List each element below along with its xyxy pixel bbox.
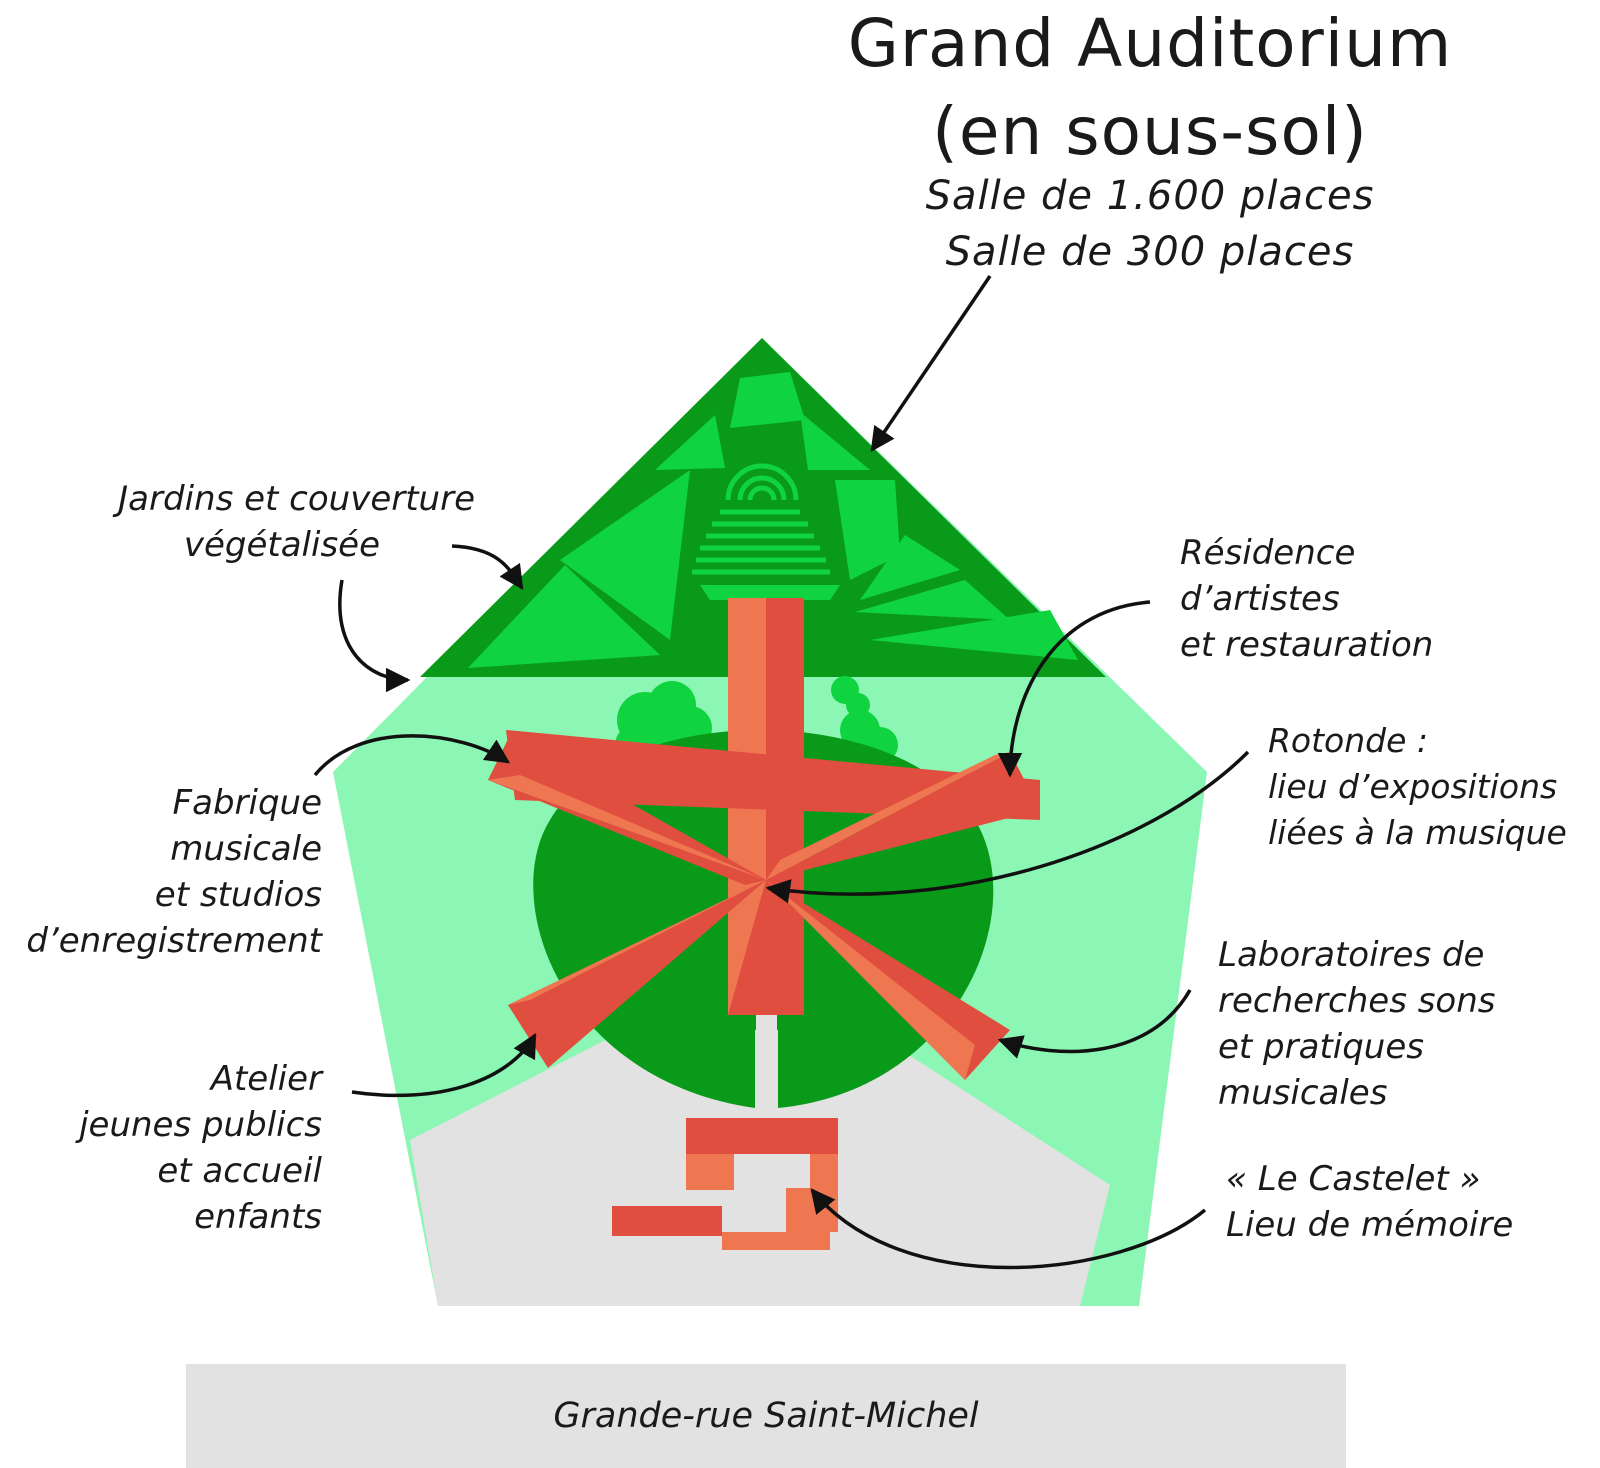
label-castelet-line1: « Le Castelet » <box>1226 1159 1481 1199</box>
label-atelier-line1: Atelier <box>210 1059 322 1099</box>
label-rotonde-line3: liées à la musique <box>1268 813 1567 852</box>
label-residence-line2: d’artistes <box>1180 579 1340 619</box>
label-residence: Résidence d’artistes et restauration <box>1180 530 1580 668</box>
label-residence-line3: et restauration <box>1180 625 1434 665</box>
label-rotonde: Rotonde : lieu d’expositions liées à la … <box>1268 718 1600 856</box>
title-line-3: Salle de 1.600 places <box>925 173 1375 219</box>
arrow-auditorium <box>870 275 992 453</box>
amphitheatre-symbol <box>692 463 830 575</box>
label-jardins: Jardins et couverture végétalisée <box>20 476 475 568</box>
street-band: Grande-rue Saint-Michel <box>186 1364 1346 1468</box>
arrow-castelet <box>810 1188 1207 1270</box>
label-fabrique-line3: et studios <box>154 875 322 915</box>
street-label: Grande-rue Saint-Michel <box>553 1396 979 1436</box>
label-rotonde-line2: lieu d’expositions <box>1268 767 1558 806</box>
label-fabrique-line1: Fabrique <box>172 783 322 823</box>
arrow-laboratoires <box>997 989 1192 1059</box>
arrow-fabrique <box>313 734 511 777</box>
label-residence-line1: Résidence <box>1180 533 1356 573</box>
arrow-jardins-2 <box>338 579 411 693</box>
callout-arrows <box>313 275 1250 1270</box>
label-rotonde-line1: Rotonde : <box>1268 721 1429 760</box>
label-fabrique-line4: d’enregistrement <box>26 921 322 961</box>
label-laboratoires-line3: et pratiques <box>1218 1027 1424 1067</box>
roof-facets <box>468 372 1078 668</box>
arrow-rotonde <box>765 750 1250 904</box>
label-atelier: Atelier jeunes publics et accueil enfant… <box>20 1056 322 1240</box>
arrow-jardins-1 <box>451 544 524 591</box>
title-line-1: Grand Auditorium <box>847 5 1453 82</box>
label-fabrique-line2: musicale <box>170 829 322 869</box>
label-laboratoires-line2: recherches sons <box>1218 981 1496 1021</box>
title-line-4: Salle de 300 places <box>945 229 1355 275</box>
label-castelet-line2: Lieu de mémoire <box>1226 1205 1514 1245</box>
title-line-2: (en sous-sol) <box>932 93 1368 170</box>
label-laboratoires-line1: Laboratoires de <box>1218 935 1485 975</box>
arrow-residence <box>997 600 1151 778</box>
arrow-atelier <box>351 1032 537 1098</box>
garden-path <box>756 1000 777 1110</box>
label-castelet: « Le Castelet » Lieu de mémoire <box>1226 1156 1586 1248</box>
label-atelier-line4: enfants <box>194 1197 322 1237</box>
label-jardins-line2: végétalisée <box>183 525 380 565</box>
label-fabrique: Fabrique musicale et studios d’enregistr… <box>0 780 322 964</box>
label-atelier-line3: et accueil <box>157 1151 322 1191</box>
building-wings <box>488 598 1040 1080</box>
label-laboratoires-line4: musicales <box>1218 1073 1388 1113</box>
label-atelier-line2: jeunes publics <box>79 1105 322 1145</box>
label-jardins-line1: Jardins et couverture <box>118 479 475 519</box>
label-laboratoires: Laboratoires de recherches sons et prati… <box>1218 932 1588 1116</box>
